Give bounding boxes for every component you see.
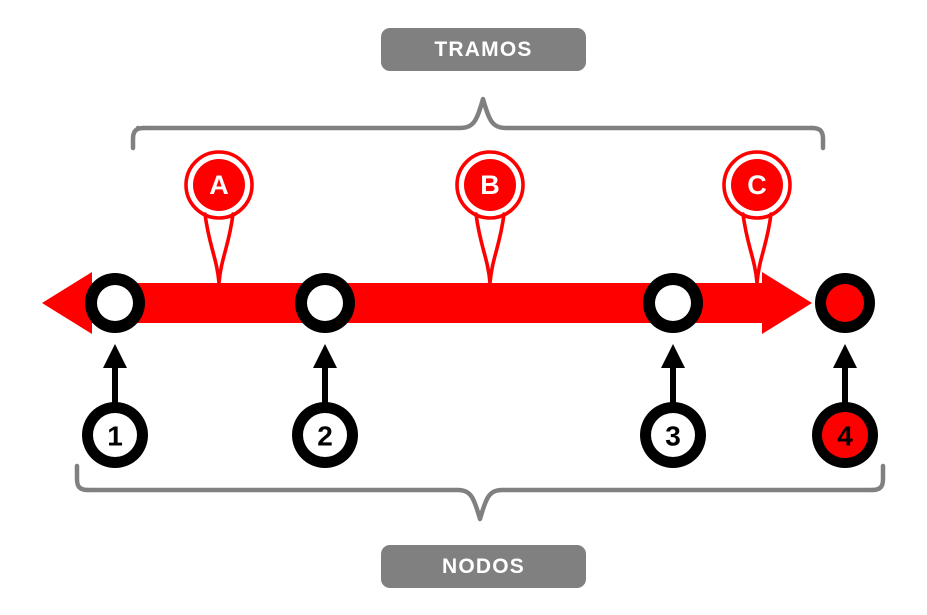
right-arrowhead-icon [762, 272, 812, 334]
node-callout-label-3: 3 [665, 421, 681, 452]
pin-label-c: C [747, 170, 767, 200]
node-callout-2[interactable]: 2 [292, 402, 358, 468]
tramos-brace [130, 96, 826, 151]
callout-arrow-1 [103, 344, 127, 404]
pin-marker-b[interactable]: B [455, 150, 525, 220]
pin-tails [203, 212, 773, 284]
tramos-group-label: TRAMOS [381, 28, 586, 71]
node-callout-3[interactable]: 3 [640, 402, 706, 468]
pin-tail-a [203, 212, 235, 284]
callout-arrows [103, 344, 857, 404]
pin-tail-b [474, 212, 506, 284]
axis-node-3[interactable] [643, 273, 703, 333]
node-callout-4[interactable]: 4 [812, 402, 878, 468]
node-callout-1[interactable]: 1 [82, 402, 148, 468]
pin-label-a: A [209, 170, 229, 200]
pin-marker-c[interactable]: C [722, 150, 792, 220]
pin-tail-c [741, 212, 773, 284]
node-callout-label-2: 2 [317, 421, 333, 452]
pin-label-b: B [480, 170, 500, 200]
axis-node-4[interactable] [815, 273, 875, 333]
callout-arrow-4 [833, 344, 857, 404]
nodos-group-label: NODOS [381, 545, 586, 588]
node-callout-label-4: 4 [837, 421, 853, 452]
axis-node-2[interactable] [295, 273, 355, 333]
node-callout-label-1: 1 [107, 421, 123, 452]
callout-arrow-3 [661, 344, 685, 404]
callout-arrow-2 [313, 344, 337, 404]
axis-node-1[interactable] [85, 273, 145, 333]
pin-marker-a[interactable]: A [184, 150, 254, 220]
left-arrowhead-icon [42, 272, 92, 334]
nodos-brace [74, 463, 886, 522]
